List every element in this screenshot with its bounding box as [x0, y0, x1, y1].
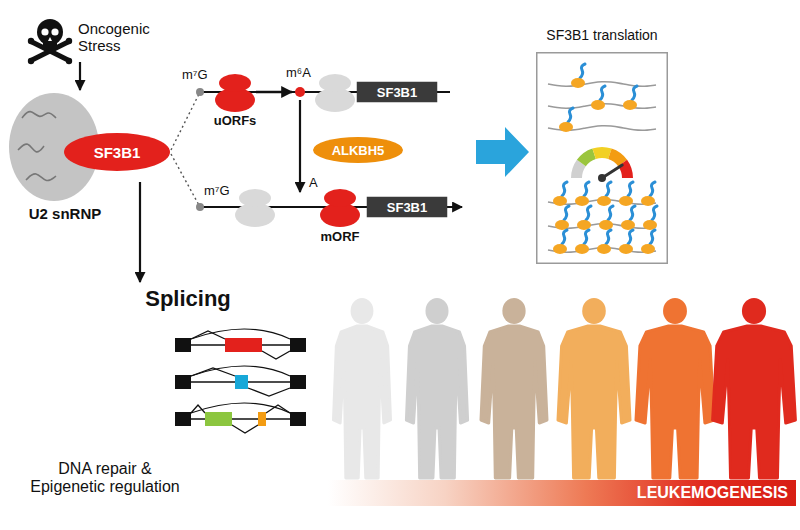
- ribosome: [553, 244, 567, 254]
- base-label: A: [309, 176, 323, 191]
- human-figure: [713, 298, 796, 478]
- peptide: [600, 86, 605, 100]
- ribosome: [643, 220, 657, 230]
- skull-icon: [28, 19, 72, 64]
- peptide: [608, 206, 613, 220]
- node-shape: [536, 52, 668, 264]
- ribosome: [575, 244, 589, 254]
- human-figure: [334, 298, 391, 478]
- splicing-arrow: [139, 182, 141, 282]
- human-figure: [558, 298, 630, 478]
- text-area: ALKBH5: [312, 136, 404, 164]
- text-area: U2 snRNP: [8, 202, 122, 224]
- m6a-dot: [295, 87, 305, 97]
- peptide: [606, 230, 611, 244]
- node-label: SF3B1 translation: [546, 27, 657, 43]
- ribosome-red: [215, 74, 255, 112]
- panel-box: SF3B1 translation: [532, 22, 672, 267]
- node-label: U2 snRNP: [29, 205, 102, 222]
- outcome-label: DNA repair & Epigenetic regulation: [20, 460, 190, 497]
- node-label: SF3B1: [94, 144, 141, 161]
- splicing-schematic: [175, 329, 306, 433]
- enzyme-ellipse: ALKBH5: [312, 136, 404, 164]
- process-heading: Splicing: [128, 286, 248, 311]
- ribosome: [623, 100, 637, 110]
- ribosome: [641, 196, 655, 206]
- cap: [196, 203, 204, 211]
- progression-bar: LEUKEMOGENESIS: [328, 480, 796, 506]
- ribosome: [553, 196, 567, 206]
- demethylation-arrow: [299, 100, 301, 192]
- cap-label: m⁷G: [182, 68, 216, 83]
- ribosome: [621, 220, 635, 230]
- dotted-link: [171, 92, 200, 150]
- node-label: ALKBH5: [332, 143, 385, 158]
- ribosome-grey: [315, 74, 355, 112]
- ribosome: [597, 196, 611, 206]
- peptide: [562, 182, 567, 196]
- ribosome: [599, 220, 613, 230]
- peptide: [650, 230, 655, 244]
- peptide: [586, 206, 591, 220]
- ribosome: [559, 122, 573, 132]
- peptide: [628, 230, 633, 244]
- modification-label: m⁶A: [286, 66, 322, 81]
- gauge: [571, 147, 633, 182]
- peptide: [564, 206, 569, 220]
- complex-ellipse: U2 snRNPSF3B1: [8, 92, 122, 224]
- peptide: [650, 182, 655, 196]
- ribosome: [555, 220, 569, 230]
- orf-box: SF3B1: [366, 196, 448, 218]
- node-label: SF3B1: [387, 200, 427, 215]
- orf-label: mORF: [310, 230, 370, 245]
- cap: [196, 88, 204, 96]
- peptide: [632, 86, 637, 100]
- stress-arrow: [79, 62, 81, 90]
- ribosome: [575, 196, 589, 206]
- stress-label: Oncogenic Stress: [78, 20, 160, 55]
- human-figure: [481, 298, 547, 478]
- scan-arrow: [256, 91, 292, 93]
- ribosome: [619, 244, 633, 254]
- ribosome: [571, 78, 585, 88]
- ribosome-grey: [235, 189, 275, 227]
- peptide: [580, 64, 585, 78]
- peptide: [584, 230, 589, 244]
- ribosome-red: [320, 189, 360, 227]
- node-label: SF3B1: [377, 85, 417, 100]
- peptide: [630, 206, 635, 220]
- peptide: [562, 230, 567, 244]
- text-area: SF3B1: [356, 81, 438, 103]
- human-figure: [636, 298, 714, 478]
- ribosome: [619, 196, 633, 206]
- peptide: [568, 108, 573, 122]
- ribosome: [591, 100, 605, 110]
- protein-ellipse: SF3B1: [63, 132, 171, 172]
- human-figure: [406, 298, 467, 478]
- orf-label: uORFs: [205, 114, 265, 129]
- orf-box: SF3B1: [356, 81, 438, 103]
- ribosome: [597, 244, 611, 254]
- peptide: [628, 182, 633, 196]
- cap-label: m⁷G: [204, 184, 238, 199]
- peptide: [652, 206, 657, 220]
- mrna-strand: [548, 82, 656, 87]
- node-label: LEUKEMOGENESIS: [637, 484, 788, 502]
- ribosome: [577, 220, 591, 230]
- text-area: SF3B1 translation: [532, 22, 672, 48]
- text-area: SF3B1: [366, 196, 448, 218]
- peptide: [584, 182, 589, 196]
- text-area: SF3B1: [63, 132, 171, 172]
- block-arrow: [476, 127, 529, 177]
- ribosome: [641, 244, 655, 254]
- text-area: LEUKEMOGENESIS: [328, 480, 796, 506]
- peptide: [606, 182, 611, 196]
- dotted-link: [171, 154, 200, 207]
